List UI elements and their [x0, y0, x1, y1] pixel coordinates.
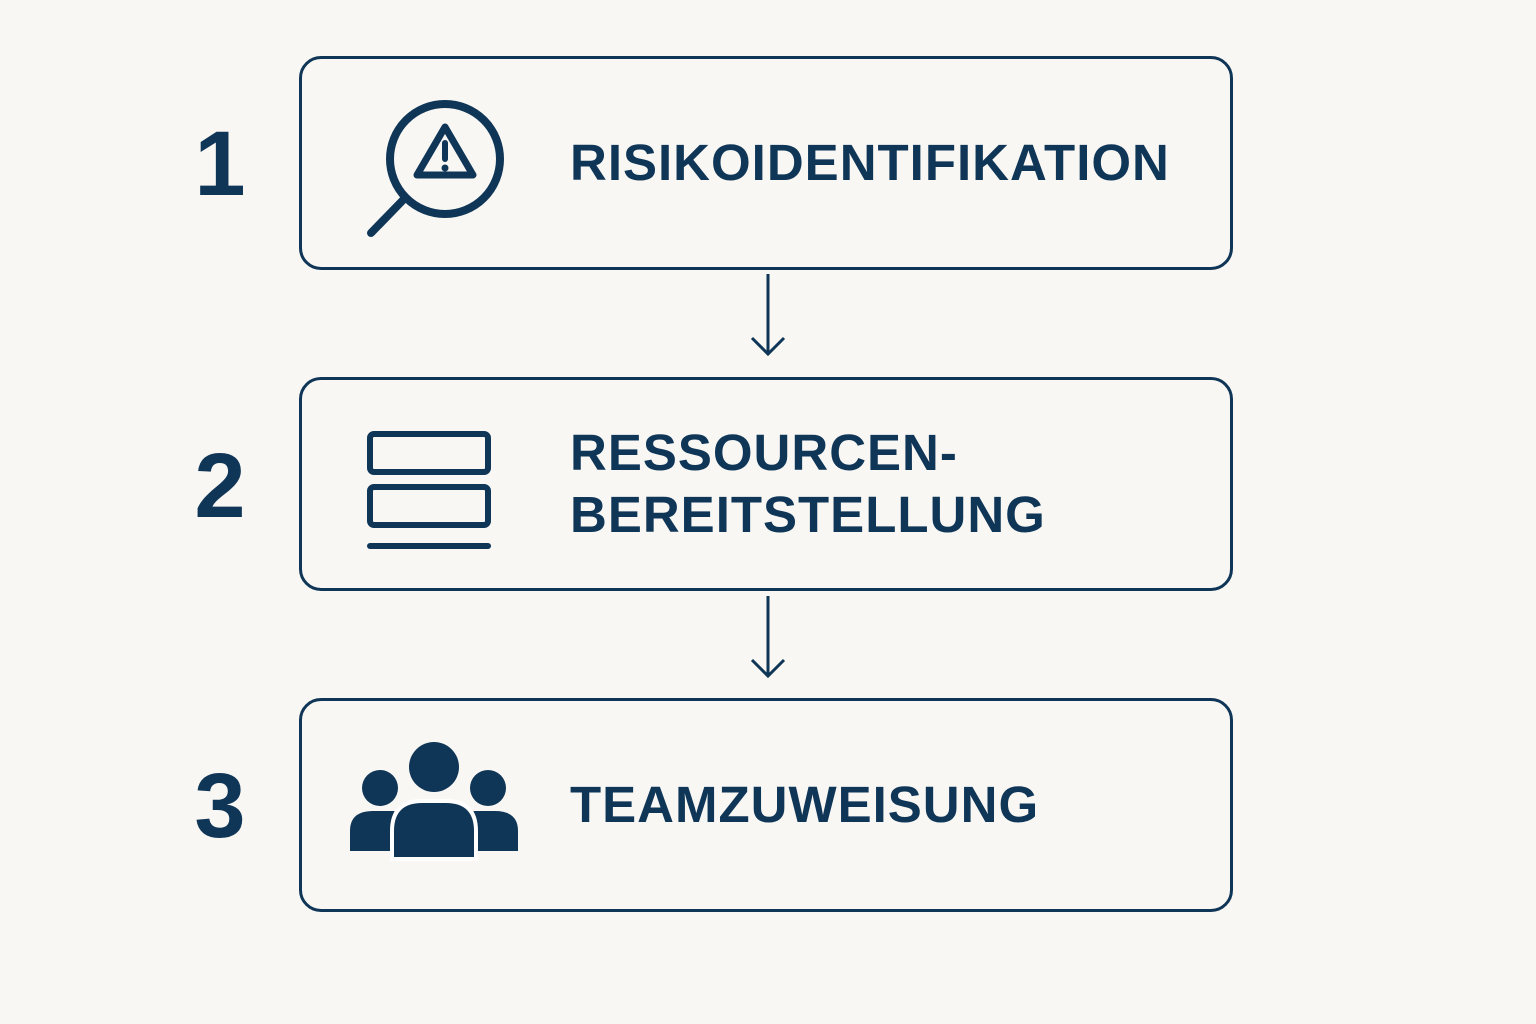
step-number-3: 3 — [194, 755, 246, 857]
step-box-resource-allocation: RESSOURCEN- BEREITSTELLUNG — [299, 377, 1233, 591]
arrow-down-icon — [750, 274, 786, 357]
step-label-line-2: BEREITSTELLUNG — [570, 486, 1046, 543]
step-label-line-1: RESSOURCEN- — [570, 424, 958, 481]
step-label: TEAMZUWEISUNG — [570, 776, 1040, 833]
step-label: RESSOURCEN- BEREITSTELLUNG — [570, 422, 1046, 546]
team-icon — [348, 741, 520, 871]
stacked-layers-icon — [366, 430, 496, 560]
step-number-2: 2 — [194, 435, 246, 537]
step-label: RISIKOIDENTIFIKATION — [570, 134, 1170, 191]
step-number-1: 1 — [194, 113, 246, 215]
arrow-down-icon — [750, 596, 786, 679]
magnifier-warning-icon — [362, 99, 512, 249]
step-box-risk-identification: RISIKOIDENTIFIKATION — [299, 56, 1233, 270]
step-box-team-assignment: TEAMZUWEISUNG — [299, 698, 1233, 912]
